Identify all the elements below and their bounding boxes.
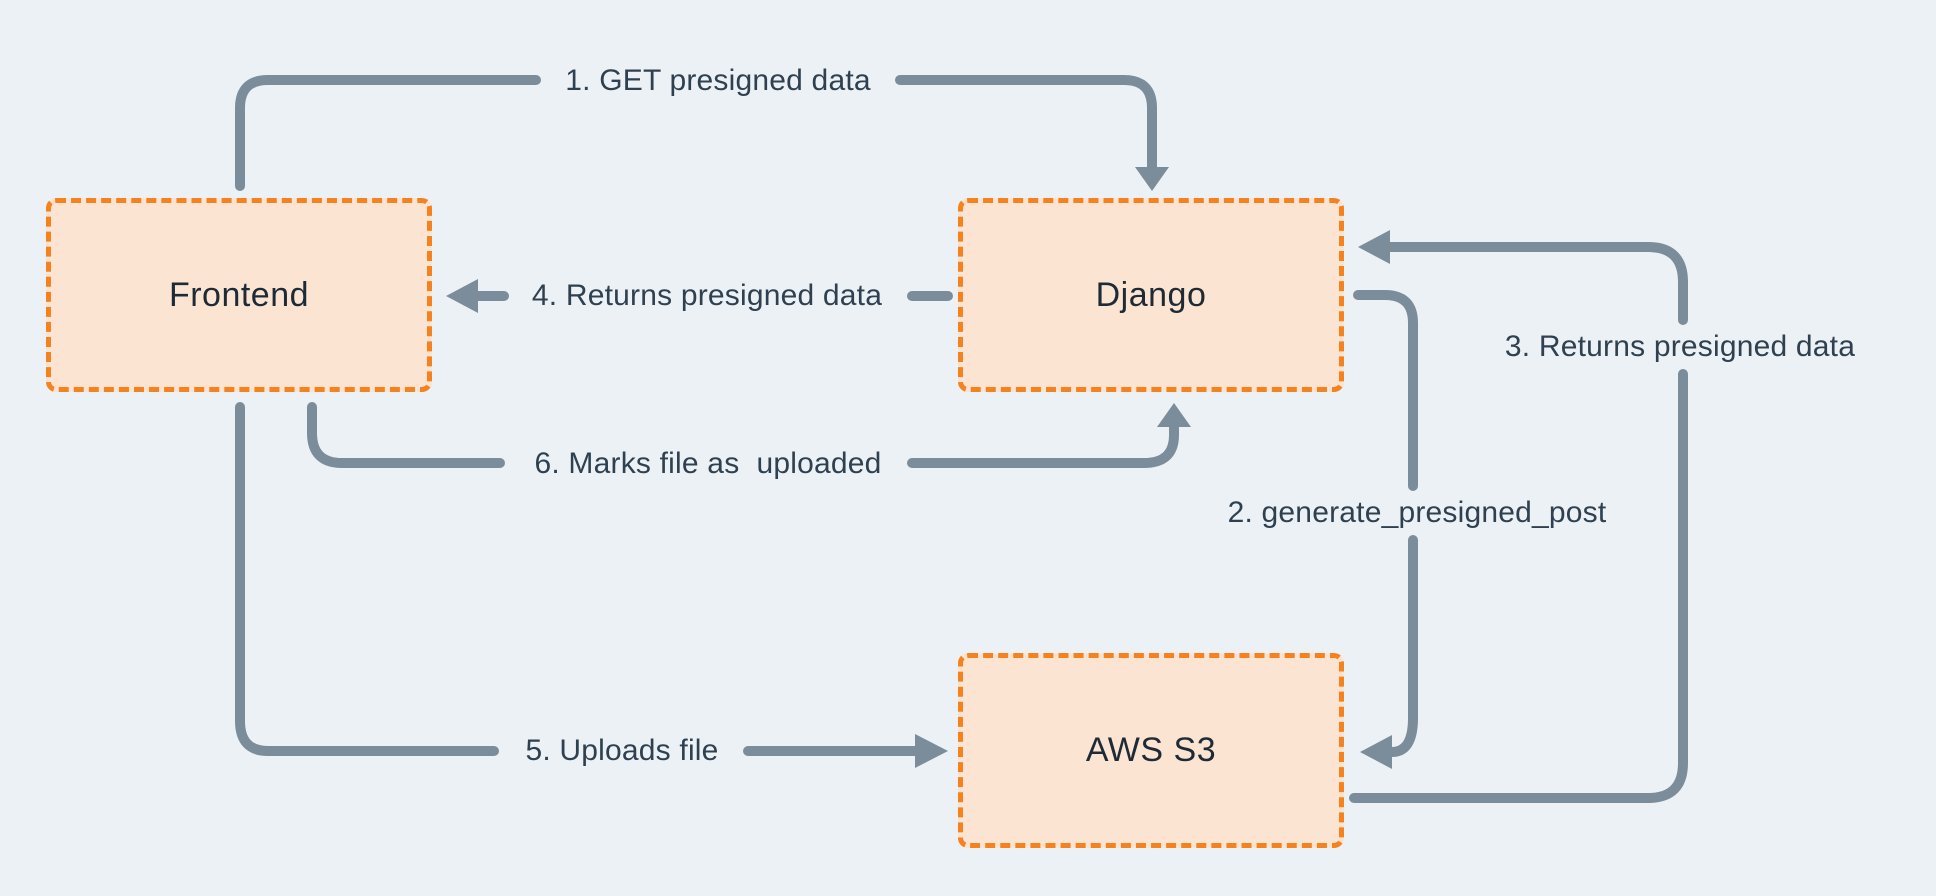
arrow-5-segment-left bbox=[235, 402, 499, 756]
arrow-marks-file-uploaded bbox=[307, 402, 1191, 468]
arrowhead-left-icon bbox=[446, 279, 478, 313]
edge-label-returns-presigned-data-middle: 4. Returns presigned data bbox=[531, 279, 883, 312]
arrow-6-segment-right bbox=[907, 422, 1179, 468]
edge-label-marks-file-uploaded: 6. Marks file as uploaded bbox=[534, 447, 882, 480]
node-django-label: Django bbox=[1095, 275, 1207, 314]
edge-label-get-presigned-data: 1. GET presigned data bbox=[565, 64, 871, 97]
arrowhead-up-icon bbox=[1157, 403, 1191, 427]
edge-label-generate-presigned-post: 2. generate_presigned_post bbox=[1227, 496, 1607, 529]
arrow-3-segment-bottom bbox=[1349, 369, 1688, 803]
arrow-generate-presigned-post bbox=[1353, 290, 1418, 769]
node-frontend-label: Frontend bbox=[168, 275, 310, 314]
node-aws-s3: AWS S3 bbox=[958, 653, 1344, 848]
arrow-3-segment-top bbox=[1385, 242, 1688, 325]
arrow-returns-presigned-data-to-django bbox=[1349, 230, 1688, 803]
arrow-uploads-file bbox=[235, 402, 948, 768]
arrow-1-segment-left bbox=[235, 75, 541, 191]
edge-label-returns-presigned-data-right: 3. Returns presigned data bbox=[1504, 330, 1856, 363]
arrow-returns-presigned-data-to-frontend bbox=[446, 279, 953, 313]
node-django: Django bbox=[958, 198, 1344, 392]
arrowhead-down-icon bbox=[1135, 167, 1169, 191]
arrow-6-segment-left bbox=[307, 402, 505, 468]
node-frontend: Frontend bbox=[46, 198, 432, 392]
arrowhead-left-icon bbox=[1360, 735, 1392, 769]
edge-label-uploads-file: 5. Uploads file bbox=[525, 734, 719, 767]
arrowhead-left-icon bbox=[1358, 230, 1390, 264]
arrow-get-presigned-data bbox=[235, 75, 1169, 191]
arrow-1-segment-right bbox=[895, 75, 1157, 173]
arrow-2-segment-top bbox=[1353, 290, 1418, 491]
arrow-2-segment-bottom bbox=[1387, 535, 1418, 757]
node-aws-s3-label: AWS S3 bbox=[1085, 731, 1217, 769]
arrowhead-right-icon bbox=[915, 734, 948, 768]
